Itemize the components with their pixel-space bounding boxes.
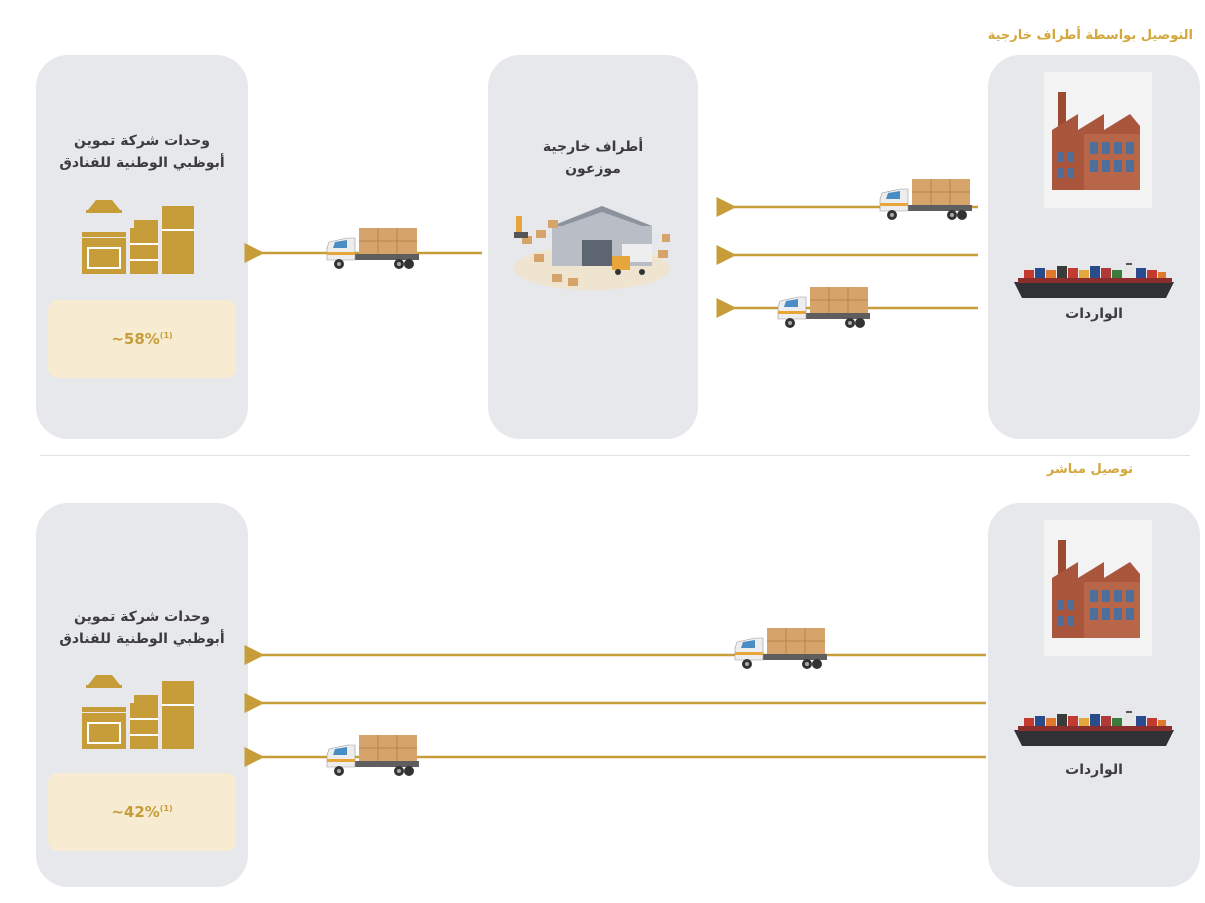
kitchen-equipment-icon	[81, 199, 195, 275]
truck-icon	[777, 286, 871, 329]
bottom-hotel-units-label: وحدات شركة تموين أبوظبي الوطنية للفنادق	[36, 606, 248, 650]
warehouse-icon	[514, 206, 670, 290]
distributor-label-line2: موزعون	[565, 161, 621, 177]
truck-icon	[326, 734, 420, 777]
distributor-label-line1: أطراف خارجية	[542, 139, 644, 155]
bottom-share-box: ~42%(1)	[48, 773, 236, 851]
truck-icon	[734, 627, 828, 670]
bottom-imports-label: الواردات	[1065, 762, 1123, 778]
top-share-box: ~58%(1)	[48, 300, 236, 378]
top-hotel-units-label: وحدات شركة تموين أبوظبي الوطنية للفنادق	[36, 130, 248, 174]
factory-icon	[1044, 72, 1152, 208]
factory-icon	[1044, 520, 1152, 656]
top-section-title: التوصيل بواسطة أطراف خارجية	[987, 28, 1193, 43]
bottom-hotel-units-label-line1: وحدات شركة تموين	[74, 609, 210, 625]
cargo-ship-icon	[1014, 708, 1174, 746]
truck-icon	[879, 178, 973, 221]
top-hotel-units-label-line1: وحدات شركة تموين	[74, 133, 210, 149]
cargo-ship-icon	[1014, 260, 1174, 298]
top-share-value: ~58%(1)	[111, 330, 173, 348]
top-hotel-units-label-line2: أبوظبي الوطنية للفنادق	[59, 155, 225, 171]
section-divider	[40, 455, 1190, 456]
top-imports-label: الواردات	[1065, 306, 1123, 322]
distributor-label: أطراف خارجية موزعون	[488, 136, 698, 180]
truck-icon	[326, 227, 420, 270]
bottom-share-value: ~42%(1)	[111, 803, 173, 821]
bottom-section-title: توصيل مباشر	[1046, 462, 1133, 477]
bottom-hotel-units-label-line2: أبوظبي الوطنية للفنادق	[59, 631, 225, 647]
kitchen-equipment-icon	[81, 674, 195, 750]
